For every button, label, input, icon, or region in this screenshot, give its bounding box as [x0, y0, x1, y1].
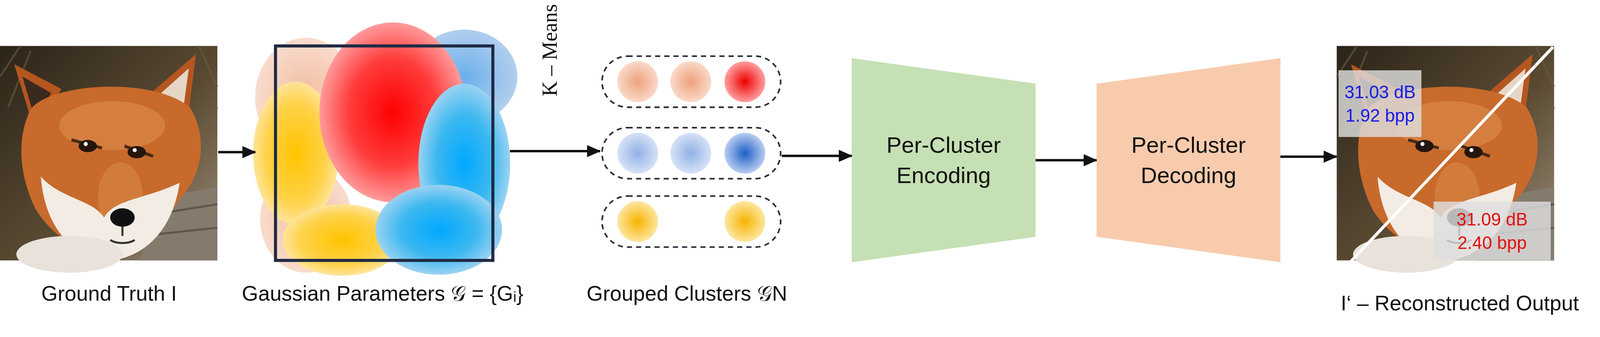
- reconstructed-photo: [1336, 46, 1554, 273]
- gaussian-panel: Gaussian Parameters 𝒢 = {Gᵢ}: [255, 25, 510, 276]
- panel-caption: Ground Truth I: [41, 280, 177, 306]
- metric-text: 2.40 bpp: [1457, 231, 1527, 255]
- metric-text: 31.03 dB: [1344, 80, 1416, 104]
- illustration-circle: [617, 61, 659, 103]
- image-frame: [275, 46, 493, 261]
- ground-truth-photo: [0, 46, 218, 273]
- flow-arrow: [1035, 159, 1097, 162]
- edge-label: K – Means: [537, 4, 563, 97]
- metric-badge: 31.03 dB1.92 bpp: [1338, 70, 1422, 137]
- metric-text: 31.09 dB: [1456, 207, 1528, 231]
- metric-text: 1.92 bpp: [1345, 103, 1415, 127]
- metric-badge: 31.09 dB2.40 bpp: [1433, 201, 1551, 261]
- illustration-circle: [617, 201, 659, 243]
- block-label: Per-Cluster Encoding: [875, 129, 1013, 191]
- panel-caption: Grouped Clusters 𝒢N: [586, 280, 788, 306]
- trapezoid-outline: [851, 58, 1036, 263]
- decoder-block: Per-Cluster Decoding: [1096, 58, 1281, 263]
- illustration-circle: [724, 132, 766, 174]
- panel-caption: I‘ – Reconstructed Output: [1340, 290, 1579, 316]
- trapezoid-shape: [851, 58, 1036, 263]
- cluster-panel: Grouped Clusters 𝒢N: [600, 54, 782, 249]
- gaussian-splats: [252, 22, 518, 276]
- flow-arrow: [1280, 155, 1337, 158]
- panel-caption: Gaussian Parameters 𝒢 = {Gᵢ}: [242, 280, 524, 306]
- illustration-rect: [602, 56, 781, 108]
- cluster-groups: [602, 56, 781, 248]
- illustration-rect: [602, 195, 781, 247]
- output-panel: I‘ – Reconstructed Output31.03 dB1.92 bp…: [1336, 46, 1551, 261]
- flow-arrow: [781, 154, 852, 158]
- trapezoid-shape: [1096, 58, 1281, 263]
- encoder-block: Per-Cluster Encoding: [851, 58, 1036, 263]
- illustration-circle: [617, 132, 659, 174]
- flow-arrow: [509, 149, 600, 153]
- illustration-circle: [670, 132, 712, 174]
- illustration-circle: [724, 61, 766, 103]
- trapezoid-outline: [1096, 58, 1281, 263]
- illustration-circle: [724, 201, 766, 243]
- flow-arrow: [218, 151, 256, 154]
- block-label: Per-Cluster Decoding: [1120, 129, 1258, 191]
- illustration-rect: [602, 127, 781, 179]
- image-panel: Ground Truth I: [0, 46, 219, 261]
- illustration-circle: [670, 61, 712, 103]
